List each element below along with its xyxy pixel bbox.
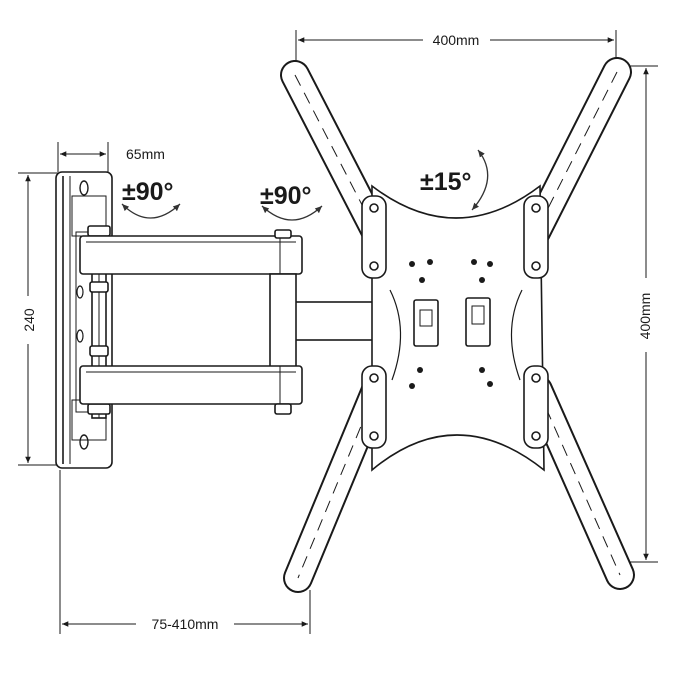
dimension-label-left-height: 240 <box>21 308 37 332</box>
dimension-400mm-right <box>628 65 658 563</box>
mounting-holes <box>409 259 493 389</box>
bracket-arm-upper-right <box>521 57 632 247</box>
rotation-arrow-wall <box>121 203 181 219</box>
rotation-arrow-tilt <box>471 149 489 211</box>
dimension-label-right-height: 400mm <box>637 293 653 340</box>
bracket-arm-lower-right <box>523 375 635 590</box>
dimension-label-plate-depth: 65mm <box>126 146 165 162</box>
dimension-75-410mm <box>59 470 311 634</box>
rotation-arrow-arm <box>261 205 323 221</box>
dimension-label-extension: 75-410mm <box>152 616 219 632</box>
vesa-plate <box>371 184 545 472</box>
rotation-label-tilt: ±15° <box>420 168 472 196</box>
arm-assembly <box>79 225 375 419</box>
dimension-240-left <box>18 172 60 466</box>
rotation-label-arm-swivel: ±90° <box>260 182 312 210</box>
dimension-65mm <box>57 142 109 172</box>
dimension-400mm-top <box>295 30 617 62</box>
dimension-label-top-width: 400mm <box>433 32 480 48</box>
rotation-label-wall-swivel: ±90° <box>122 178 174 206</box>
vesa-bracket <box>280 57 635 593</box>
